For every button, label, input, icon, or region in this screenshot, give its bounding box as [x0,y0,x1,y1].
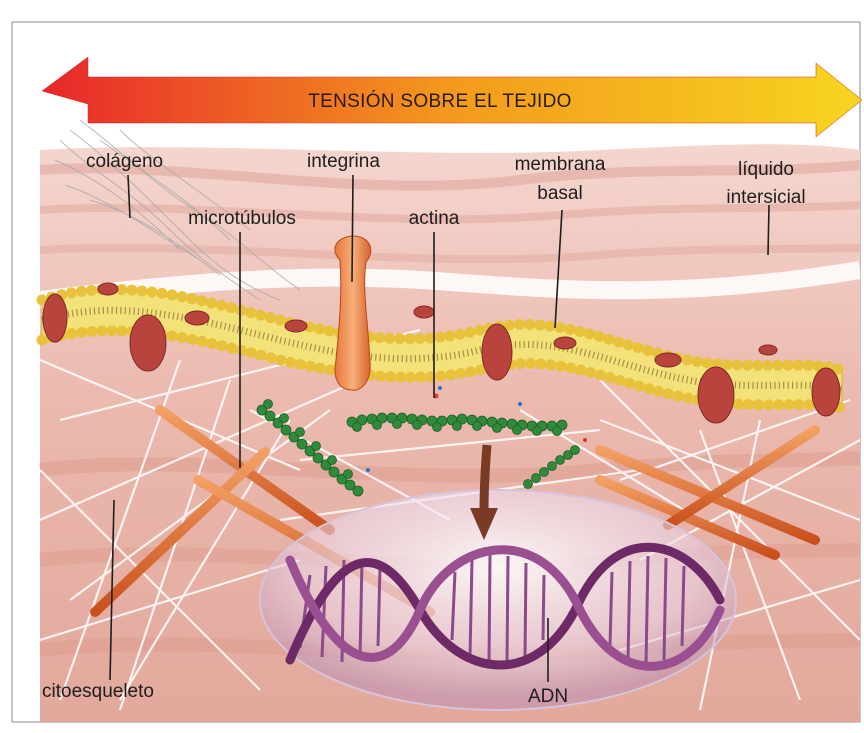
label-actina: actina [409,208,460,229]
label-integrina: integrina [307,151,380,172]
label-colageno: colágeno [86,151,163,172]
label-liquido-intersicial-line2: intersicial [726,187,805,208]
tension-arrow-title: TENSIÓN SOBRE EL TEJIDO [308,90,571,112]
label-microtubulos: microtúbulos [188,208,296,229]
label-adn: ADN [528,686,568,707]
label-citoesqueleto: citoesqueleto [42,681,154,702]
label-liquido-intersicial-line1: líquido [738,159,794,180]
label-membrana-basal-line1: membrana [515,154,606,175]
label-membrana-basal-line2: basal [537,183,582,204]
